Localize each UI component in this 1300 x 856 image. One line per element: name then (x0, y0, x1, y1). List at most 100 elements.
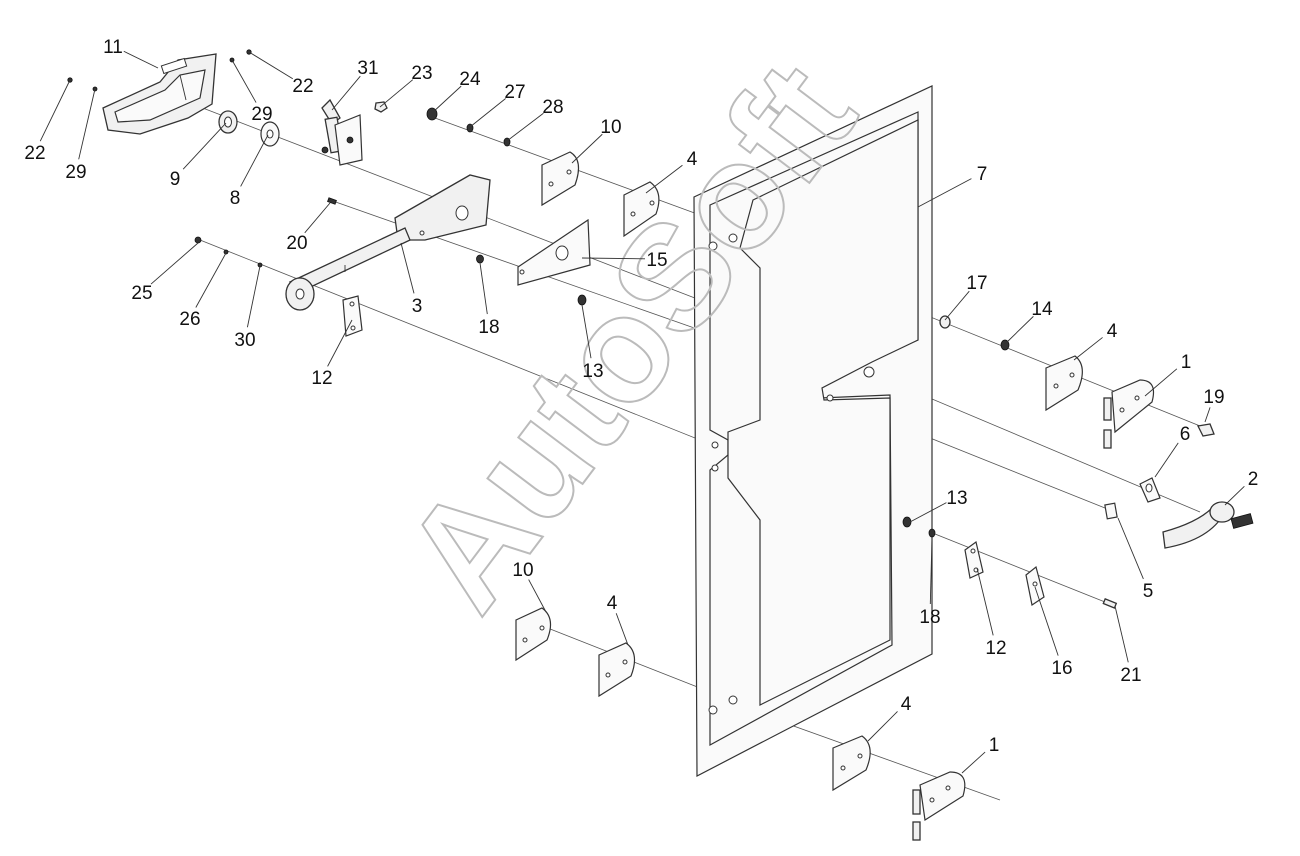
callout-number: 13 (946, 488, 967, 509)
callout-number: 11 (103, 37, 123, 58)
callout-number: 4 (901, 694, 912, 715)
callout-number: 4 (607, 593, 618, 614)
callout-4: 4 (1073, 321, 1118, 361)
callout-number: 15 (646, 250, 667, 271)
callout-number: 3 (412, 296, 423, 317)
callout-18: 18 (478, 262, 500, 338)
callout-leader (929, 537, 933, 605)
callout-17: 17 (944, 273, 988, 321)
bushing-9 (218, 110, 238, 134)
callout-29: 29 (231, 59, 273, 125)
callout-leader (1154, 442, 1179, 478)
callout-13: 13 (909, 488, 968, 523)
callout-3: 3 (400, 242, 423, 317)
callout-leader (1204, 407, 1211, 423)
callout-number: 21 (1120, 665, 1141, 686)
callout-14: 14 (1004, 299, 1053, 345)
callout-number: 9 (170, 169, 181, 190)
latch-mechanism (321, 98, 363, 166)
callout-27: 27 (469, 82, 526, 128)
callout-leader (961, 751, 986, 774)
callout-23: 23 (379, 63, 433, 108)
callout-number: 25 (131, 283, 152, 304)
callout-2: 2 (1224, 469, 1259, 506)
callout-8: 8 (230, 134, 269, 209)
callout-leader (571, 133, 603, 164)
callout-leader (645, 164, 683, 194)
callout-leader (246, 265, 261, 328)
callout-number: 4 (687, 149, 698, 170)
callout-number: 1 (1181, 352, 1192, 373)
callout-31: 31 (331, 58, 379, 111)
callout-12: 12 (976, 567, 1007, 659)
callout-9: 9 (170, 122, 227, 190)
callout-5: 5 (1117, 517, 1153, 602)
callout-leader (469, 98, 506, 128)
callout-leader (917, 178, 972, 208)
callout-leader (1004, 316, 1034, 345)
callout-29: 29 (65, 88, 96, 183)
callout-6: 6 (1154, 424, 1190, 478)
callout-leader (1114, 605, 1129, 663)
callout-22: 22 (24, 79, 71, 164)
callout-19: 19 (1203, 387, 1225, 423)
callout-number: 2 (1248, 469, 1259, 490)
callout-7: 7 (917, 164, 987, 208)
callout-1: 1 (961, 735, 1000, 774)
callout-number: 1 (989, 735, 1000, 756)
callout-leader (976, 567, 994, 636)
callout-number: 22 (292, 76, 313, 97)
callout-leader (1224, 486, 1245, 506)
callout-4: 4 (867, 694, 912, 742)
callout-number: 24 (459, 69, 481, 90)
nuts-18-13 (476, 254, 936, 538)
callout-leader (379, 79, 414, 108)
callout-leader (304, 202, 331, 234)
callout-leader (581, 257, 646, 260)
callout-leader (182, 122, 227, 170)
callout-number: 10 (512, 560, 533, 581)
callout-number: 30 (234, 330, 255, 351)
callout-28: 28 (506, 97, 564, 142)
callout-leader (400, 242, 415, 294)
callout-24: 24 (431, 69, 481, 114)
callout-leader (331, 75, 361, 111)
callout-number: 26 (179, 309, 200, 330)
callout-12: 12 (311, 319, 353, 389)
callout-leader (909, 502, 947, 523)
callout-25: 25 (131, 242, 199, 304)
nut-23 (374, 101, 388, 113)
callout-number: 29 (65, 162, 86, 183)
callout-leader (327, 319, 353, 367)
callout-number: 12 (985, 638, 1006, 659)
plate-15 (517, 218, 591, 286)
lock-handle-assembly (1104, 477, 1254, 549)
callout-10: 10 (512, 560, 547, 613)
callout-leader (240, 134, 269, 187)
callout-leader (195, 252, 227, 308)
callout-16: 16 (1034, 586, 1073, 679)
plate-4-lower-left (598, 642, 636, 698)
callout-1: 1 (1144, 352, 1192, 397)
callout-leader (1117, 517, 1144, 580)
nut-washer-stack (426, 107, 511, 147)
callout-leader (506, 112, 544, 142)
callout-leader (248, 51, 293, 80)
door-panel (693, 85, 933, 777)
plate-12-upper (342, 295, 363, 337)
callout-number: 27 (504, 82, 525, 103)
callout-number: 19 (1203, 387, 1224, 408)
callout-21: 21 (1114, 605, 1142, 686)
callout-leader (39, 79, 71, 142)
callout-15: 15 (581, 250, 668, 271)
callout-number: 31 (357, 58, 378, 79)
lock-arm-bracket (285, 174, 491, 311)
callout-10: 10 (571, 117, 622, 164)
callout-number: 17 (966, 273, 987, 294)
callout-number: 28 (542, 97, 563, 118)
callout-leader (528, 579, 547, 613)
plate-10-upper (541, 151, 580, 207)
callout-leader (581, 304, 592, 359)
callout-26: 26 (179, 252, 227, 330)
callout-leader (1144, 368, 1178, 397)
